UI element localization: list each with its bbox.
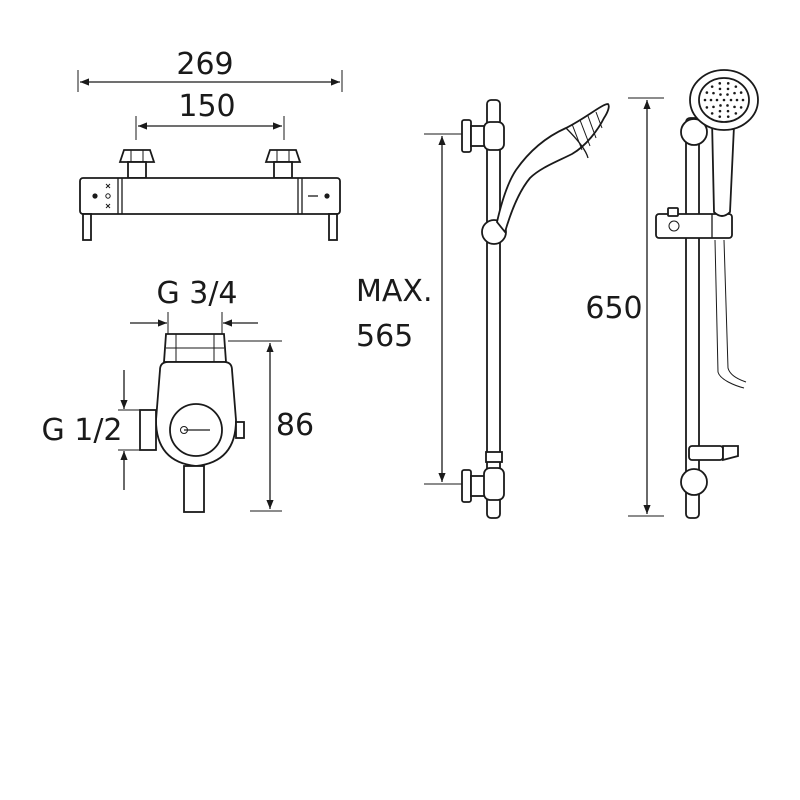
leg-right: [328, 213, 338, 241]
nozzle-dot: [734, 85, 738, 88]
dim-centres-label: 150: [178, 89, 235, 124]
nozzle-dot: [735, 98, 739, 102]
nozzle-dot: [722, 98, 726, 102]
lower-holder: [688, 445, 724, 461]
nozzle-dot: [710, 85, 714, 88]
nozzle-dot: [726, 87, 730, 91]
valve-side-view: G 3/4 G 1/2 86: [41, 276, 314, 513]
valve-front-view: 269 150: [77, 47, 343, 241]
leg-left: [82, 213, 92, 241]
top-nut-right: [264, 149, 302, 163]
dim-inlet-thread-label: G 1/2: [41, 413, 122, 448]
slider-front: [655, 213, 733, 239]
nozzle-dot: [729, 98, 733, 102]
bottom-bracket-plate: [461, 469, 472, 503]
nozzle-dot: [739, 106, 743, 109]
riser-left: [127, 161, 147, 179]
nozzle-dot: [712, 105, 715, 109]
dim-depth-label: 86: [276, 408, 314, 443]
side-rear-stub: [235, 421, 245, 439]
top-bracket-arm: [470, 125, 486, 147]
nozzle-dot: [726, 115, 730, 118]
nozzle-dot: [718, 115, 722, 118]
valve-body: [79, 177, 341, 215]
hose-left: [714, 239, 745, 389]
nozzle-dots: [703, 82, 745, 118]
nozzle-dot: [709, 98, 713, 102]
nozzle-dot: [741, 98, 745, 102]
dim-overall-width-label: 269: [176, 47, 233, 82]
nozzle-dot: [718, 87, 722, 91]
riser-right: [273, 161, 293, 179]
nozzle-dot: [726, 109, 730, 113]
side-inlet: [139, 409, 157, 451]
nozzle-dot: [726, 93, 729, 96]
nozzle-dot: [739, 91, 743, 94]
nozzle-dot: [726, 82, 730, 85]
nozzle-dot: [719, 104, 722, 107]
slider-button: [667, 207, 679, 217]
bottom-stopper: [485, 451, 503, 463]
handset-handle-front: [711, 118, 735, 217]
front-top-bracket: [680, 118, 708, 146]
nozzle-dot: [710, 112, 714, 115]
nozzle-dot: [718, 109, 722, 113]
bottom-bracket-clamp: [483, 467, 505, 501]
rail-bar-side: [486, 99, 501, 519]
handset-side: [496, 103, 610, 234]
side-bottom-leg: [183, 465, 205, 513]
top-bracket-plate: [461, 119, 472, 153]
nozzle-dot: [726, 104, 729, 107]
dim-rail-max-line2: 565: [356, 319, 413, 354]
rail-front-view: 650: [585, 69, 759, 519]
nozzle-dot: [712, 91, 715, 95]
dim-rail-height-label: 650: [585, 291, 642, 326]
handle-left-marker: [92, 193, 98, 199]
nozzle-dot: [705, 91, 709, 94]
nozzle-dot: [734, 112, 738, 115]
nozzle-dot: [703, 98, 707, 102]
bottom-bracket-arm: [470, 475, 486, 497]
nozzle-dot: [718, 82, 722, 85]
nozzle-dot: [719, 93, 722, 96]
top-bracket-clamp: [483, 121, 505, 151]
nozzle-dot: [715, 98, 719, 102]
dim-rail-max-line1: MAX.: [356, 274, 433, 309]
dim-outlet-thread-label: G 3/4: [156, 276, 237, 311]
nozzle-dot: [705, 106, 709, 109]
rail-side-view: MAX. 565: [356, 99, 610, 519]
nozzle-dot: [733, 91, 736, 95]
front-bottom-bracket: [680, 468, 708, 496]
nozzle-dot: [733, 105, 736, 109]
hose-right: [723, 239, 747, 383]
top-nut-left: [118, 149, 156, 163]
